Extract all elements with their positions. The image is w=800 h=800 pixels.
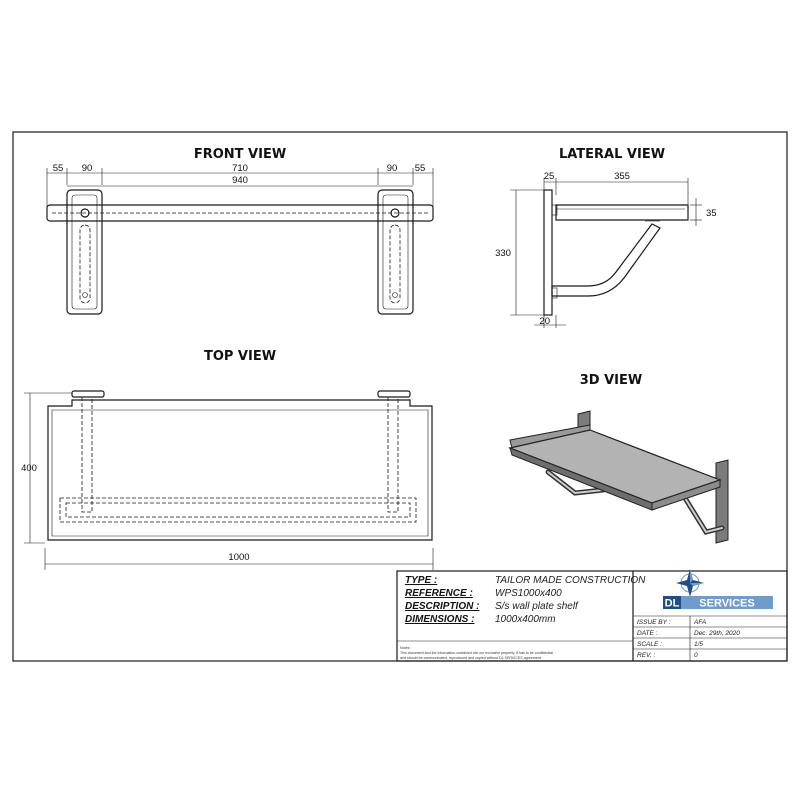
front-dim-90-left: 90	[82, 163, 93, 174]
front-dim-90-right: 90	[387, 163, 398, 174]
front-dim-55-left: 55	[53, 163, 64, 174]
scale-value: 1/5	[694, 641, 703, 648]
notes-label: Notes :	[400, 646, 411, 650]
top-dim-400: 400	[21, 463, 37, 474]
top-view-title: TOP VIEW	[204, 349, 276, 364]
compass-rose-icon	[676, 569, 704, 597]
issue-by-key: ISSUE BY :	[637, 619, 671, 626]
dl-services-logo: DL SERVICES	[663, 569, 773, 610]
front-dim-940: 940	[232, 175, 248, 186]
lateral-dim-25: 25	[544, 171, 555, 182]
top-view-drawing: 400 1000	[21, 390, 434, 570]
issue-by-value: AFA	[693, 619, 706, 626]
front-dim-55-right: 55	[415, 163, 426, 174]
date-value: Dec. 29th, 2020	[694, 630, 740, 637]
top-dim-1000: 1000	[228, 552, 249, 563]
lateral-dim-35: 35	[706, 208, 717, 219]
front-view-drawing: 55 90 710 940 90 55	[46, 163, 434, 315]
front-view-title: FRONT VIEW	[194, 147, 286, 162]
scale-key: SCALE :	[637, 641, 662, 648]
lateral-dim-355: 355	[614, 171, 630, 182]
date-key: DATE :	[637, 630, 658, 637]
notes-line-1: This document and the information contai…	[400, 651, 553, 655]
logo-services-box	[681, 596, 773, 609]
lateral-view-drawing: 25 355 35 330 20	[495, 171, 717, 328]
rev-value: 0	[694, 652, 698, 659]
logo-dl-box	[663, 596, 681, 609]
iso-view-title: 3D VIEW	[580, 373, 642, 388]
rev-key: REV. :	[637, 652, 655, 659]
type-value: TAILOR MADE CONSTRUCTION	[495, 575, 646, 586]
notes-line-2: and should be communicated, reproduced a…	[400, 656, 542, 660]
reference-key: REFERENCE :	[405, 588, 473, 599]
dimensions-key: DIMENSIONS :	[405, 614, 474, 625]
dimensions-value: 1000x400mm	[495, 614, 556, 625]
description-key: DESCRIPTION :	[405, 601, 479, 612]
lateral-dim-20: 20	[539, 316, 550, 327]
type-key: TYPE :	[405, 575, 437, 586]
logo-text-services: SERVICES	[699, 598, 754, 610]
iso-view-drawing	[507, 410, 729, 544]
title-block: TYPE : TAILOR MADE CONSTRUCTION REFERENC…	[396, 569, 788, 662]
lateral-view-title: LATERAL VIEW	[559, 147, 665, 162]
front-dim-710: 710	[232, 163, 248, 174]
logo-text-dl: DL	[665, 598, 680, 610]
lateral-dim-330: 330	[495, 248, 511, 259]
description-value: S/s wall plate shelf	[495, 601, 579, 612]
reference-value: WPS1000x400	[495, 588, 562, 599]
